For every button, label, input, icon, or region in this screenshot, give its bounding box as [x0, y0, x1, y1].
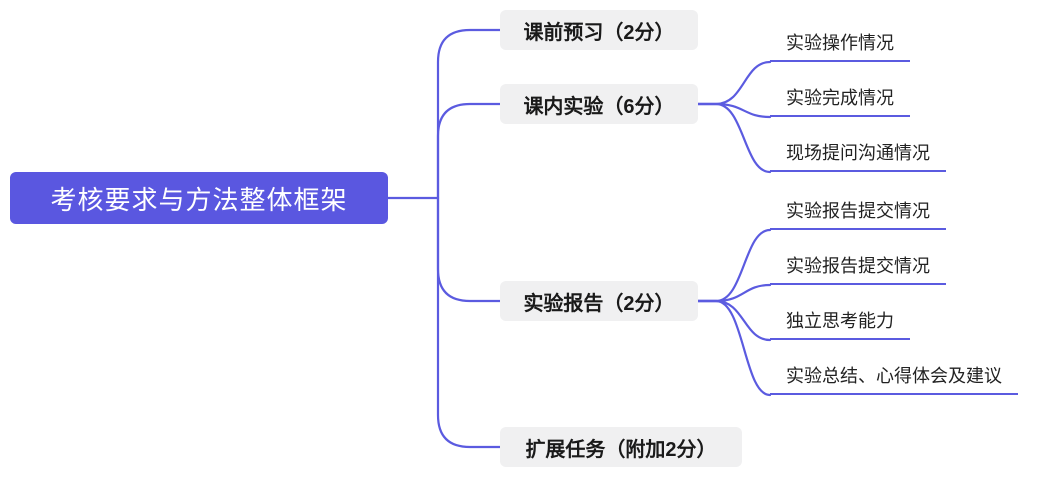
leaf-node-report-submission-2[interactable]: 实验报告提交情况 — [770, 253, 946, 285]
connector-root-branch-3 — [436, 196, 502, 303]
connector-branch3-leaf-1 — [696, 228, 772, 303]
root-node[interactable]: 考核要求与方法整体框架 — [10, 172, 388, 224]
leaf-node-completion-status[interactable]: 实验完成情况 — [770, 85, 910, 117]
connector-branch2-leaf-2 — [696, 102, 772, 119]
branch-node-experiment-report[interactable]: 实验报告（2分） — [500, 281, 698, 321]
branch-node-extension-task[interactable]: 扩展任务（附加2分） — [500, 427, 742, 467]
connector-root-branch-4 — [436, 196, 502, 449]
connector-branch3-leaf-3 — [696, 299, 772, 342]
leaf-node-independent-thinking[interactable]: 独立思考能力 — [770, 308, 910, 340]
branch-node-pre-class-preview[interactable]: 课前预习（2分） — [500, 10, 698, 50]
connector-branch2-leaf-3 — [696, 102, 772, 174]
leaf-node-operation-status[interactable]: 实验操作情况 — [770, 30, 910, 62]
connector-branch2-leaf-1 — [696, 60, 772, 106]
leaf-node-onsite-qa-communication[interactable]: 现场提问沟通情况 — [770, 140, 946, 172]
connector-branch3-leaf-4 — [696, 299, 772, 397]
connector-branch3-leaf-2 — [696, 283, 772, 303]
connector-root-branch-1 — [436, 28, 502, 200]
branch-node-in-class-experiment[interactable]: 课内实验（6分） — [500, 84, 698, 124]
leaf-node-summary-and-suggestions[interactable]: 实验总结、心得体会及建议 — [770, 363, 1018, 395]
connector-root-branch-2 — [436, 102, 502, 200]
leaf-node-report-submission-1[interactable]: 实验报告提交情况 — [770, 198, 946, 230]
